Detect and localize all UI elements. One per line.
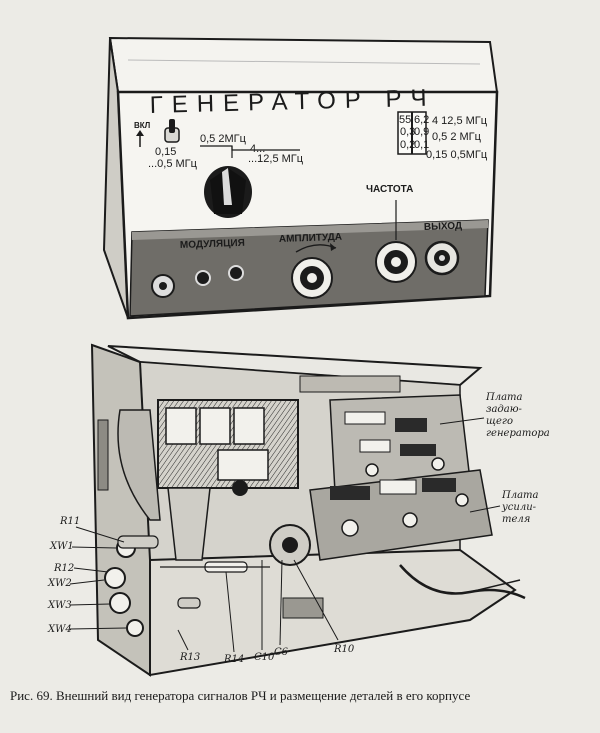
- frequency-dial-window: 55 6,2 0,3 0,9 0,2 0,1: [397, 111, 429, 155]
- part-label-xw3: XW3: [47, 600, 72, 611]
- output-label: ВЫХОД: [424, 221, 463, 233]
- amplitude-knob[interactable]: [291, 257, 333, 299]
- board-annotation-amp: Плата усили- теля: [469, 490, 539, 525]
- part-label-xw4: XW4: [47, 624, 72, 635]
- part-label-xw2: XW2: [47, 578, 72, 589]
- variable-capacitor-block: [117, 399, 299, 561]
- range-right-2: 0,5 2 МГц: [432, 131, 482, 143]
- range-label-2: 0,15: [155, 146, 176, 158]
- frequency-label: ЧАСТОТА: [366, 184, 413, 195]
- dial-scale-2: 6,2: [414, 114, 429, 126]
- annotation-amp-1: Плата: [501, 490, 539, 501]
- modulation-label: МОДУЛЯЦИЯ: [180, 238, 245, 251]
- amplitude-label: АМПЛИТУДА: [279, 232, 342, 245]
- amplifier-board: [309, 469, 493, 561]
- range-label-5: ...12,5 МГц: [248, 153, 304, 165]
- dial-scale-5: 0,2: [400, 139, 415, 151]
- part-label-r13: R13: [179, 652, 200, 663]
- annotation-master-1: Плата: [485, 392, 523, 403]
- annotation-master-4: генератора: [486, 428, 550, 439]
- output-socket[interactable]: [424, 240, 460, 276]
- modulation-socket-3[interactable]: [228, 265, 244, 281]
- range-label-3: ...0,5 МГц: [148, 158, 198, 170]
- range-right-3: 0,15 0,5МГц: [426, 149, 488, 161]
- modulation-socket-2[interactable]: [195, 270, 211, 286]
- part-label-c10: C10: [254, 652, 275, 663]
- range-label-1: 0,5 2МГц: [200, 133, 247, 145]
- range-label-4: 4...: [250, 143, 265, 155]
- annotation-master-3: щего: [486, 416, 513, 427]
- board-annotation-master: Плата задаю- щего генератора: [439, 392, 550, 439]
- part-label-r14: R14: [223, 654, 244, 665]
- dial-scale-1: 55: [399, 114, 411, 126]
- modulation-socket-1[interactable]: [151, 274, 175, 298]
- dial-scale-4: 0,9: [414, 126, 429, 138]
- figure-caption: Рис. 69. Внешний вид генератора сигналов…: [10, 688, 471, 703]
- power-switch[interactable]: ВКЛ: [134, 119, 180, 147]
- device-exterior: ГЕНЕРАТОР РЧ ВКЛ 0,5 2МГц 0,15 ...0,5 МГ…: [102, 36, 499, 320]
- range-labels-right: 4 12,5 МГц 0,5 2 МГц 0,15 0,5МГц: [426, 115, 488, 161]
- switch-label: ВКЛ: [134, 121, 151, 130]
- annotation-master-2: задаю-: [486, 404, 523, 415]
- part-label-xw1: XW1: [49, 541, 74, 552]
- device-interior: R11 XW1 R12 XW2 XW3 XW4 R13 R14 C10 C6 R…: [47, 343, 550, 677]
- figure-illustration: ГЕНЕРАТОР РЧ ВКЛ 0,5 2МГц 0,15 ...0,5 МГ…: [47, 36, 550, 677]
- range-right-1: 4 12,5 МГц: [432, 115, 488, 127]
- part-label-r10: R10: [333, 644, 355, 655]
- master-oscillator-board: [329, 394, 471, 493]
- frequency-knob[interactable]: [375, 241, 417, 283]
- part-label-r11: R11: [59, 516, 80, 527]
- part-labels: R11 XW1 R12 XW2 XW3 XW4 R13 R14 C10 C6 R…: [47, 516, 355, 665]
- annotation-amp-3: теля: [502, 514, 530, 525]
- range-selector-knob[interactable]: [204, 166, 252, 218]
- dial-scale-3: 0,3: [400, 126, 415, 138]
- dial-scale-6: 0,1: [414, 139, 429, 151]
- range-labels-left: 0,5 2МГц 0,15 ...0,5 МГц 4... ...12,5 МГ…: [148, 133, 304, 170]
- part-label-r12: R12: [53, 563, 74, 574]
- annotation-amp-2: усили-: [501, 502, 537, 513]
- part-label-c6: C6: [274, 647, 289, 658]
